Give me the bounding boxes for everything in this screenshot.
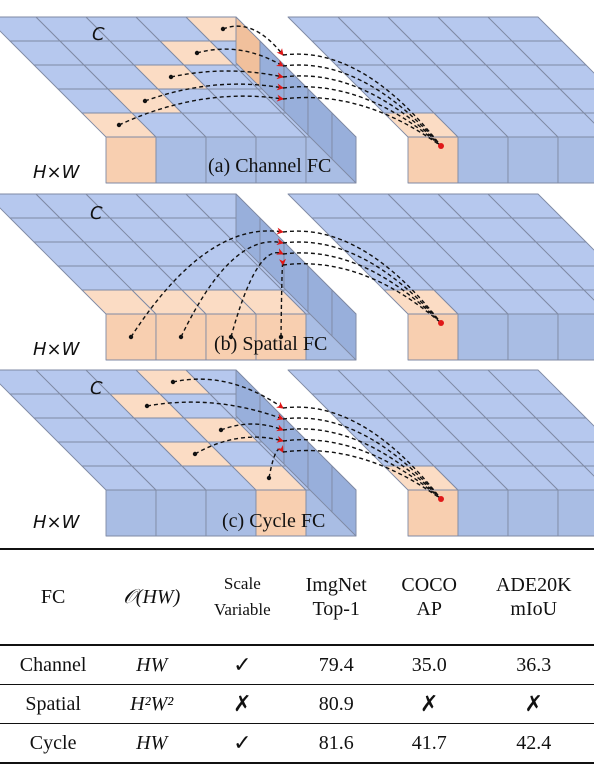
front-face — [458, 314, 508, 360]
comparison-table: FC 𝒪(HW) Scale Variable ImgNet Top-1 COC… — [0, 548, 594, 764]
highlighted-face — [408, 314, 458, 360]
panel-b-caption: (b) Spatial FC — [214, 333, 327, 355]
front-face — [508, 490, 558, 536]
front-face — [458, 137, 508, 183]
cell-ade: 36.3 — [474, 645, 594, 685]
panel-a-caption: (a) Channel FC — [208, 155, 331, 177]
header-scale-variable: Scale Variable — [197, 549, 287, 645]
highlighted-face — [408, 137, 458, 183]
header-coco-line2: AP — [416, 598, 442, 620]
table-header-row: FC 𝒪(HW) Scale Variable ImgNet Top-1 COC… — [0, 549, 594, 645]
panel-a-hw-label: H×W — [33, 162, 81, 183]
table-row: Spatial H²W² ✗ 80.9 ✗ ✗ — [0, 685, 594, 724]
panel-b-channel-label: C — [90, 203, 103, 224]
cell-ade: 42.4 — [474, 724, 594, 764]
front-face — [508, 314, 558, 360]
cell-scale: ✗ — [197, 685, 287, 724]
header-ade-line2: mIoU — [510, 598, 557, 620]
front-face — [458, 490, 508, 536]
cell-coco: 35.0 — [385, 645, 474, 685]
cell-imgnet: 79.4 — [287, 645, 384, 685]
cell-coco: 41.7 — [385, 724, 474, 764]
front-face — [156, 490, 206, 536]
target-dot — [438, 496, 444, 502]
cell-imgnet: 80.9 — [287, 685, 384, 724]
cell-imgnet: 81.6 — [287, 724, 384, 764]
front-face — [106, 490, 156, 536]
cell-complexity: HW — [106, 724, 197, 764]
cell-fc: Cycle — [0, 724, 106, 764]
front-face — [558, 137, 594, 183]
header-complexity: 𝒪(HW) — [106, 549, 197, 645]
front-face — [508, 137, 558, 183]
panel-c-caption: (c) Cycle FC — [222, 510, 325, 532]
header-fc: FC — [0, 549, 106, 645]
cell-fc: Channel — [0, 645, 106, 685]
front-face — [156, 137, 206, 183]
target-dot — [438, 320, 444, 326]
header-scale-line2: Variable — [214, 600, 271, 619]
header-imgnet-line2: Top-1 — [312, 598, 359, 620]
cell-ade: ✗ — [474, 685, 594, 724]
header-imgnet-line1: ImgNet — [306, 574, 367, 596]
cell-scale: ✓ — [197, 645, 287, 685]
panel-c-hw-label: H×W — [33, 512, 81, 533]
header-coco: COCO AP — [385, 549, 474, 645]
target-dot — [438, 143, 444, 149]
cell-complexity: HW — [106, 645, 197, 685]
panel-b-hw-label: H×W — [33, 339, 81, 360]
fc-diagram: C H×W (a) Channel FC C H×W (b) Spatial F… — [0, 0, 594, 545]
cell-scale: ✓ — [197, 724, 287, 764]
highlighted-face — [106, 137, 156, 183]
front-face — [558, 490, 594, 536]
cell-coco: ✗ — [385, 685, 474, 724]
table-row: Cycle HW ✓ 81.6 41.7 42.4 — [0, 724, 594, 764]
header-ade: ADE20K mIoU — [474, 549, 594, 645]
panel-c-channel-label: C — [90, 378, 103, 399]
cell-fc: Spatial — [0, 685, 106, 724]
cell-complexity: H²W² — [106, 685, 197, 724]
header-coco-line1: COCO — [401, 574, 457, 596]
feature-blocks — [0, 17, 594, 536]
panel-a-channel-label: C — [92, 24, 105, 45]
highlighted-face — [408, 490, 458, 536]
header-scale-line1: Scale — [224, 574, 261, 593]
front-face — [558, 314, 594, 360]
header-ade-line1: ADE20K — [496, 574, 572, 596]
table-row: Channel HW ✓ 79.4 35.0 36.3 — [0, 645, 594, 685]
header-imgnet: ImgNet Top-1 — [287, 549, 384, 645]
